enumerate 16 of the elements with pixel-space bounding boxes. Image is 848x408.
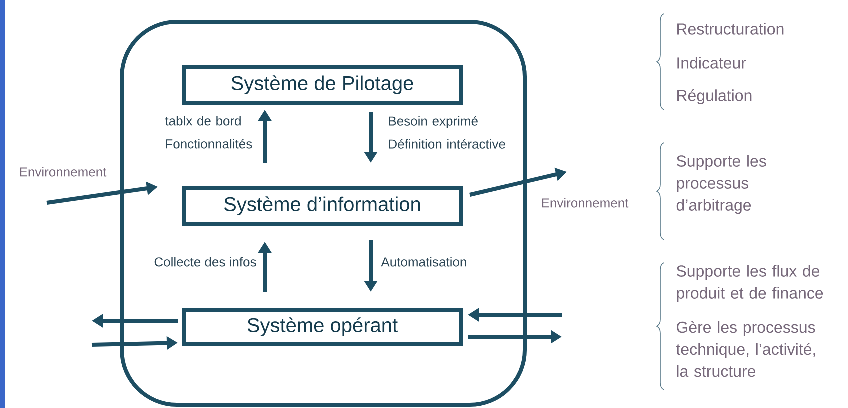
side-note: Régulation: [678, 89, 752, 105]
side-note: Gère les processus technique, l’activité, la structure: [676, 321, 816, 378]
edge-label: tablx de bord Fonctionnalités: [165, 116, 252, 149]
edge-label: Automatisation: [381, 257, 466, 267]
side-note: Supporte les processus d’arbitrage: [676, 155, 766, 214]
rounded-frame: [120, 20, 527, 407]
side-note: Indicateur: [678, 57, 746, 69]
side-note: Restructuration: [678, 23, 784, 35]
edge-label: Collecte des infos: [154, 257, 256, 267]
edge-label: Besoin exprimé Définition intéractive: [389, 116, 506, 149]
process-box: Système opérant: [182, 308, 463, 346]
text-label: Environnement: [20, 167, 107, 177]
process-box: Système d’information: [182, 186, 463, 226]
side-note: Supporte les flux de produit et de finance: [676, 265, 824, 302]
process-box: Système de Pilotage: [182, 65, 463, 105]
text-label: Environnement: [542, 198, 629, 208]
